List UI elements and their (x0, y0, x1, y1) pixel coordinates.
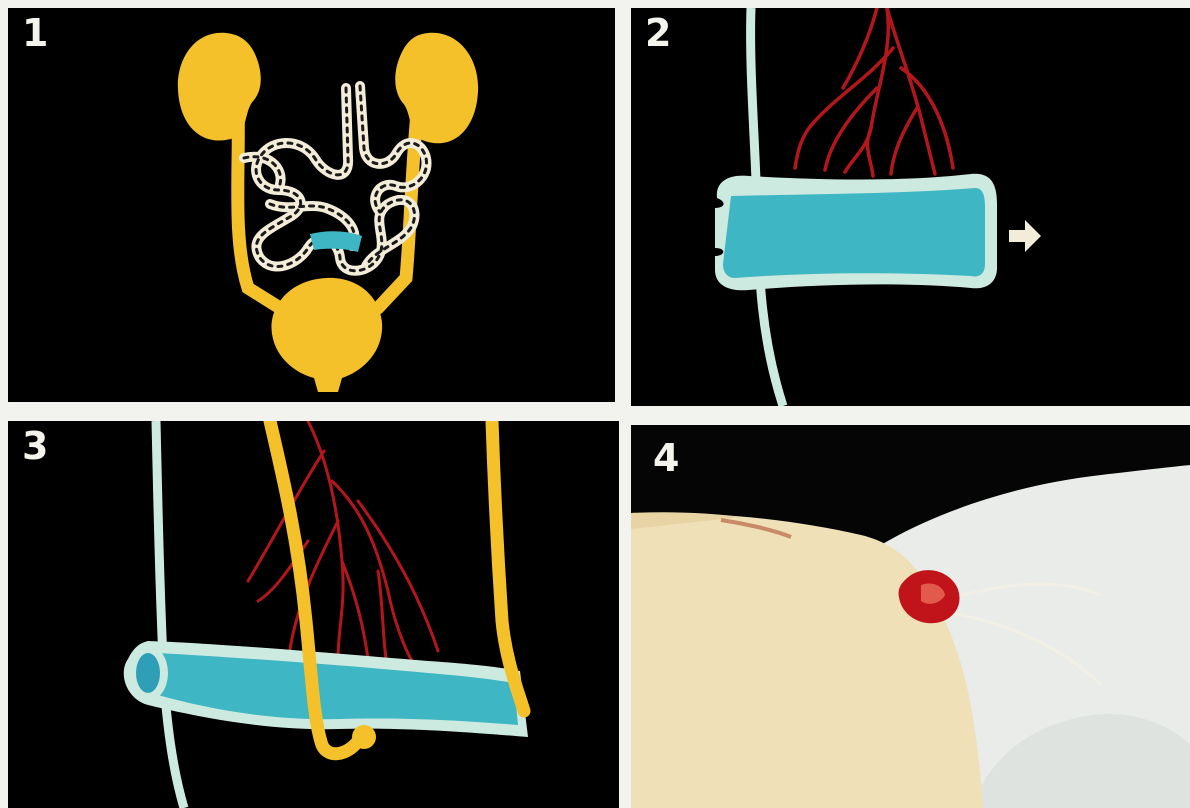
anastomosis-site (352, 725, 376, 749)
panel-number: 3 (22, 427, 48, 465)
stoma-photograph (631, 425, 1190, 808)
arrow-icon (1009, 220, 1041, 252)
panel-2: 2 (631, 8, 1190, 406)
left-kidney (178, 33, 261, 141)
panel-number: 4 (653, 439, 679, 477)
ureteral-anastomosis-diagram (8, 421, 619, 808)
panel-number: 2 (645, 14, 671, 52)
bowel-continuity-line (156, 421, 184, 808)
panel-4: 4 (631, 425, 1190, 808)
panel-1: 1 (8, 8, 615, 402)
panel-3: 3 (8, 421, 619, 808)
mesenteric-vessels (795, 8, 953, 176)
panel-number: 1 (22, 14, 48, 52)
right-kidney (395, 33, 478, 144)
bladder (271, 278, 382, 392)
ileal-segment-diagram (631, 8, 1190, 406)
urinary-tract-diagram (8, 8, 615, 402)
